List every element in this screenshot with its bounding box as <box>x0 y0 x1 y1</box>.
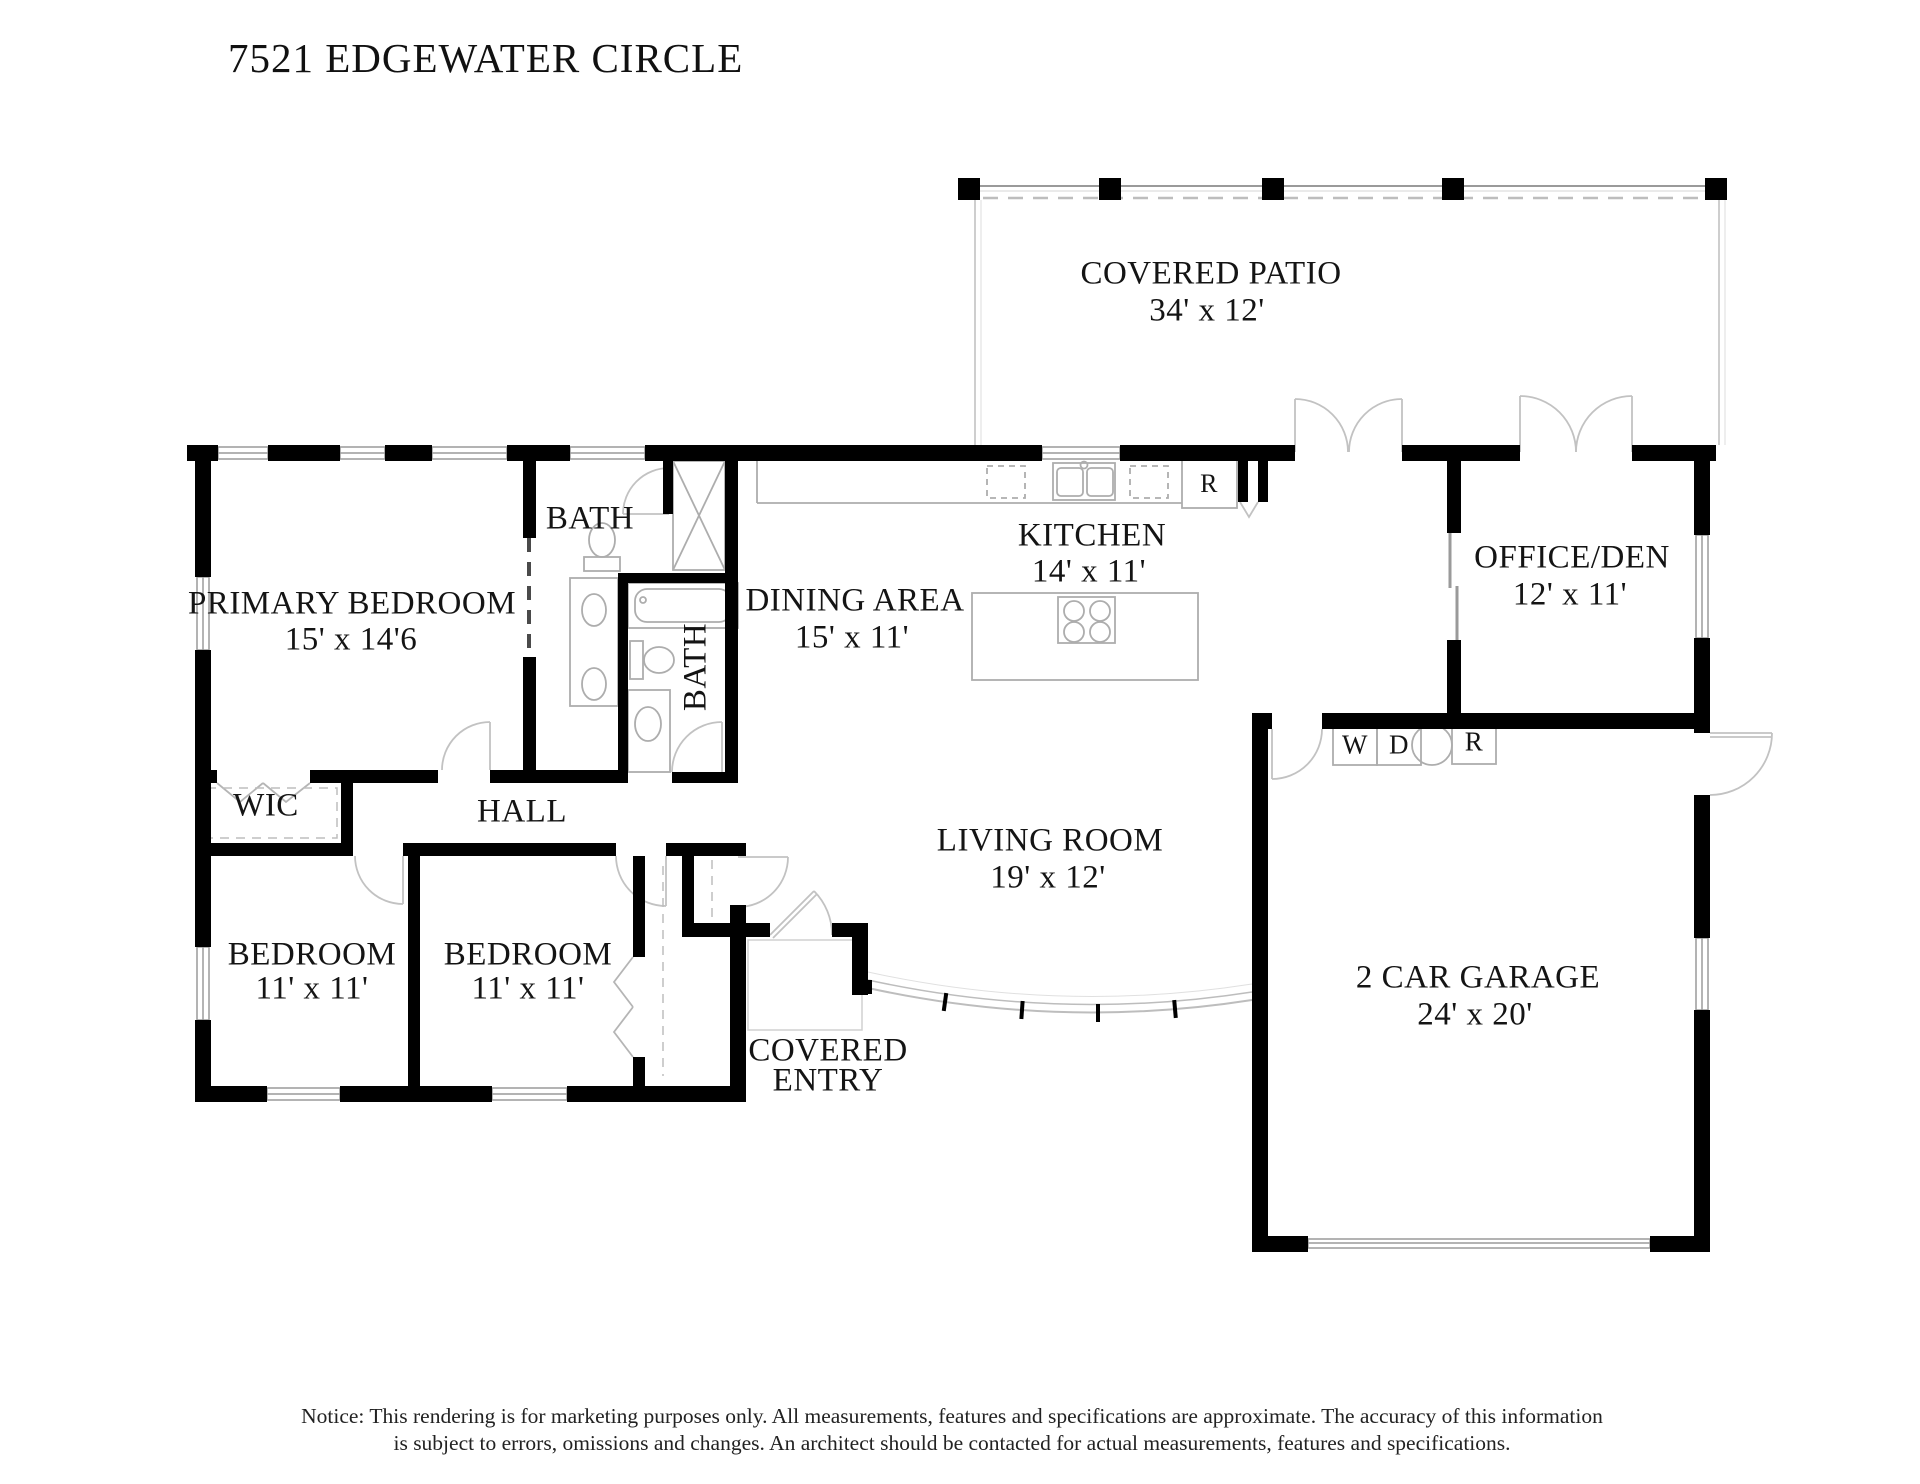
washer-label: W <box>1342 729 1368 760</box>
french-door-2-icon <box>1519 395 1633 453</box>
kitchen-label: KITCHEN <box>1017 517 1167 554</box>
vanity-sink-icon-hall-bath <box>627 689 671 773</box>
pantry-door-icon <box>1239 501 1259 519</box>
notice-line2: is subject to errors, omissions and chan… <box>393 1431 1511 1455</box>
primary-bath-label: BATH <box>545 500 635 537</box>
utility-sink-icon <box>1411 724 1453 766</box>
covered-patio-dims: 34' x 12' <box>1149 292 1265 329</box>
closet-bifold-icon <box>612 956 634 1058</box>
island-counter <box>971 592 1199 681</box>
covered-patio-label: COVERED PATIO <box>1080 255 1342 292</box>
office-den-label: OFFICE/DEN <box>1474 539 1670 576</box>
entry-slab <box>747 939 863 1031</box>
front-door-icon <box>769 890 833 939</box>
garage-dims: 24' x 20' <box>1417 996 1533 1033</box>
door-swings <box>216 395 1773 1058</box>
garage-label: 2 CAR GARAGE <box>1355 959 1601 996</box>
office-sliding-door-icon <box>1448 533 1459 640</box>
window-icon-bottom <box>266 1087 568 1101</box>
interior-walls <box>195 458 1461 1086</box>
hall-bath-label: BATH <box>677 622 714 712</box>
hall-label: HALL <box>477 793 567 830</box>
dashed-details <box>206 538 713 1076</box>
hall-bath-door-icon <box>671 721 723 773</box>
cooktop-icon <box>1057 596 1116 644</box>
covered-entry-label-line1: COVERED <box>748 1032 908 1069</box>
bedroom-left-dims: 11' x 11' <box>255 970 369 1007</box>
french-door-1-icon <box>1294 398 1403 453</box>
shower-door-icon <box>622 467 670 515</box>
garage-side-door-icon <box>1709 732 1773 796</box>
primary-bedroom-door-icon <box>441 721 491 771</box>
bedroom-right-dims: 11' x 11' <box>471 970 585 1007</box>
toilet-icon-hall-bath <box>629 640 675 680</box>
patio-structure <box>958 178 1727 445</box>
living-room-dims: 19' x 12' <box>990 859 1106 896</box>
garage-door-icon <box>1307 1238 1651 1249</box>
exterior-walls <box>187 445 1716 1252</box>
kitchen-fixtures <box>756 459 1259 681</box>
window-icon-left <box>196 576 210 1021</box>
kitchen-dims: 14' x 11' <box>1031 553 1147 590</box>
bathtub-icon <box>627 582 739 629</box>
bedroom-left-door-icon <box>354 855 404 905</box>
shower-icon <box>672 460 726 571</box>
kitchen-sink-icon <box>1052 460 1116 501</box>
wic-bifold-icon <box>216 782 311 804</box>
covered-entry-label-line2: ENTRY <box>772 1062 884 1099</box>
page-title: 7521 EDGEWATER CIRCLE <box>228 35 744 81</box>
wic-shelves <box>206 787 338 839</box>
dishwasher-box <box>986 465 1169 499</box>
wic-label: WIC <box>233 787 299 824</box>
dining-area-dims: 15' x 11' <box>794 619 910 656</box>
kitchen-refrigerator-label: R <box>1200 469 1218 498</box>
bedroom-right-label: BEDROOM <box>443 936 613 973</box>
hall-closet-door-icon <box>737 856 789 908</box>
office-den-dims: 12' x 11' <box>1512 576 1628 613</box>
window-icon-right <box>1695 534 1709 1011</box>
dryer-label: D <box>1389 729 1409 760</box>
notice-line1: Notice: This rendering is for marketing … <box>301 1404 1603 1428</box>
window-icon-top <box>217 446 1121 460</box>
patio-posts <box>958 178 1727 200</box>
walkway <box>867 971 1253 1022</box>
bedroom-right-door-icon <box>615 855 667 907</box>
dining-area-label: DINING AREA <box>745 582 965 619</box>
primary-bedroom-label: PRIMARY BEDROOM <box>187 585 517 622</box>
garage-refrigerator-label: R <box>1464 726 1484 757</box>
garage-entry-door-icon <box>1271 728 1323 780</box>
bedroom-left-label: BEDROOM <box>227 936 397 973</box>
primary-bedroom-dims: 15' x 14'6 <box>284 621 418 658</box>
toilet-icon-primary-bath <box>583 522 621 572</box>
living-room-label: LIVING ROOM <box>936 822 1164 859</box>
bath-fixtures <box>569 460 739 773</box>
vanity-double-sink-icon <box>569 577 619 707</box>
kitchen-counter <box>756 461 1182 504</box>
